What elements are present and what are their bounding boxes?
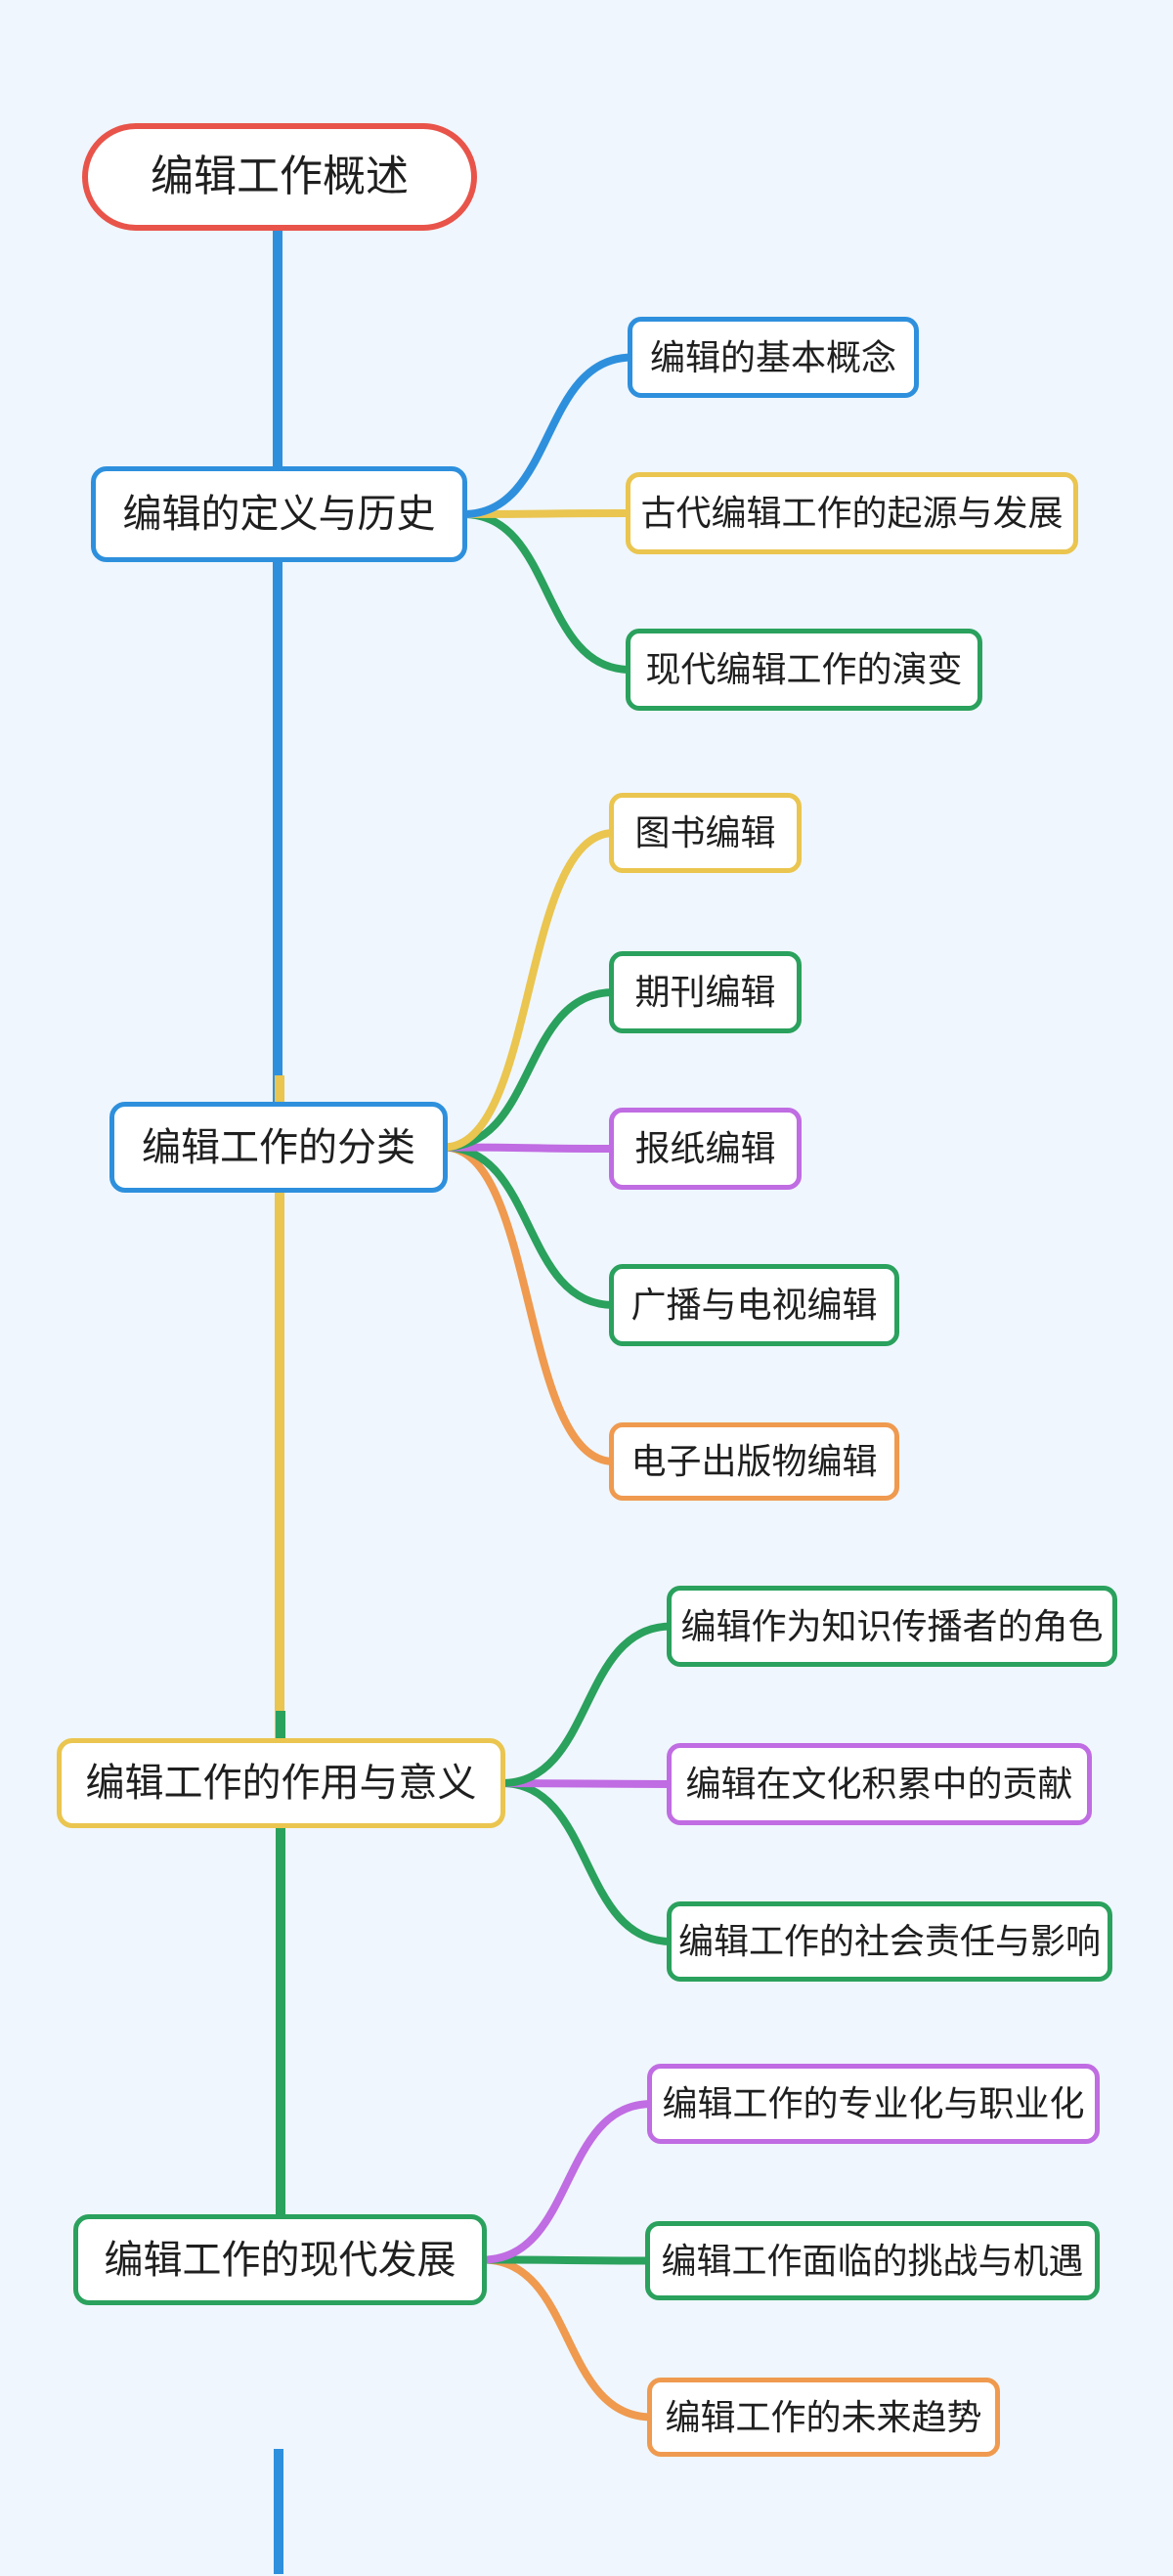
branch-node-1[interactable]: 编辑的定义与历史	[91, 466, 467, 562]
connector-branch4-child1	[479, 2100, 656, 2264]
child-node-4-3[interactable]: 编辑工作的未来趋势	[647, 2378, 1000, 2457]
child-node-2-5[interactable]: 电子出版物编辑	[609, 1422, 899, 1501]
connector-branch2-child1	[440, 829, 618, 1152]
child-node-4-3-label: 编辑工作的未来趋势	[665, 2396, 982, 2437]
connector-branch4-child3	[479, 2255, 656, 2422]
child-node-4-2-label: 编辑工作面临的挑战与机遇	[661, 2240, 1084, 2281]
connector-branch2-child2	[440, 988, 618, 1152]
child-node-4-2[interactable]: 编辑工作面临的挑战与机遇	[645, 2221, 1100, 2300]
child-node-1-1[interactable]: 编辑的基本概念	[628, 317, 919, 398]
child-node-2-3[interactable]: 报纸编辑	[609, 1108, 802, 1190]
child-node-3-2[interactable]: 编辑在文化积累中的贡献	[667, 1743, 1092, 1825]
child-node-2-5-label: 电子出版物编辑	[630, 1441, 878, 1481]
child-node-3-1[interactable]: 编辑作为知识传播者的角色	[667, 1586, 1117, 1667]
child-node-2-3-label: 报纸编辑	[634, 1128, 776, 1168]
connector-branch2-child3	[440, 1143, 618, 1153]
child-node-1-3[interactable]: 现代编辑工作的演变	[626, 629, 982, 711]
child-node-1-2-label: 古代编辑工作的起源与发展	[640, 493, 1064, 533]
child-node-2-4-label: 广播与电视编辑	[630, 1285, 878, 1325]
child-node-2-2[interactable]: 期刊编辑	[609, 951, 802, 1033]
connector-branch1-child2	[459, 509, 634, 518]
child-node-2-1-label: 图书编辑	[634, 812, 776, 852]
child-node-4-1-label: 编辑工作的专业化与职业化	[662, 2083, 1085, 2123]
child-node-1-3-label: 现代编辑工作的演变	[645, 649, 963, 689]
child-node-3-1-label: 编辑作为知识传播者的角色	[680, 1605, 1104, 1646]
branch-node-1-label: 编辑的定义与历史	[122, 493, 436, 536]
child-node-3-3[interactable]: 编辑工作的社会责任与影响	[667, 1901, 1112, 1982]
connector-branch4-child2	[479, 2255, 654, 2265]
connector-branch3-child1	[498, 1622, 675, 1787]
branch-node-4-label: 编辑工作的现代发展	[104, 2238, 456, 2282]
child-node-2-4[interactable]: 广播与电视编辑	[609, 1264, 899, 1346]
connector-branch2-child5	[440, 1143, 618, 1465]
branch-node-2-label: 编辑工作的分类	[142, 1125, 415, 1169]
child-node-1-1-label: 编辑的基本概念	[649, 336, 896, 377]
child-node-3-3-label: 编辑工作的社会责任与影响	[677, 1921, 1101, 1961]
connector-branch3-child2	[498, 1779, 675, 1788]
connector-branch1-child3	[459, 510, 634, 674]
child-node-2-1[interactable]: 图书编辑	[609, 793, 802, 873]
root-node[interactable]: 编辑工作概述	[82, 123, 477, 231]
root-node-label: 编辑工作概述	[151, 153, 409, 200]
branch-node-3-label: 编辑工作的作用与意义	[85, 1762, 477, 1805]
connector-branch3-child3	[498, 1779, 675, 1945]
child-node-1-2[interactable]: 古代编辑工作的起源与发展	[626, 472, 1078, 554]
branch-node-3[interactable]: 编辑工作的作用与意义	[57, 1738, 505, 1828]
connector-branch1-child1	[459, 353, 636, 518]
branch-node-4[interactable]: 编辑工作的现代发展	[73, 2214, 487, 2305]
child-node-4-1[interactable]: 编辑工作的专业化与职业化	[647, 2064, 1100, 2144]
branch-node-2[interactable]: 编辑工作的分类	[109, 1102, 448, 1193]
child-node-3-2-label: 编辑在文化积累中的贡献	[685, 1764, 1073, 1804]
connector-branch2-child4	[440, 1143, 618, 1309]
child-node-2-2-label: 期刊编辑	[634, 972, 776, 1012]
